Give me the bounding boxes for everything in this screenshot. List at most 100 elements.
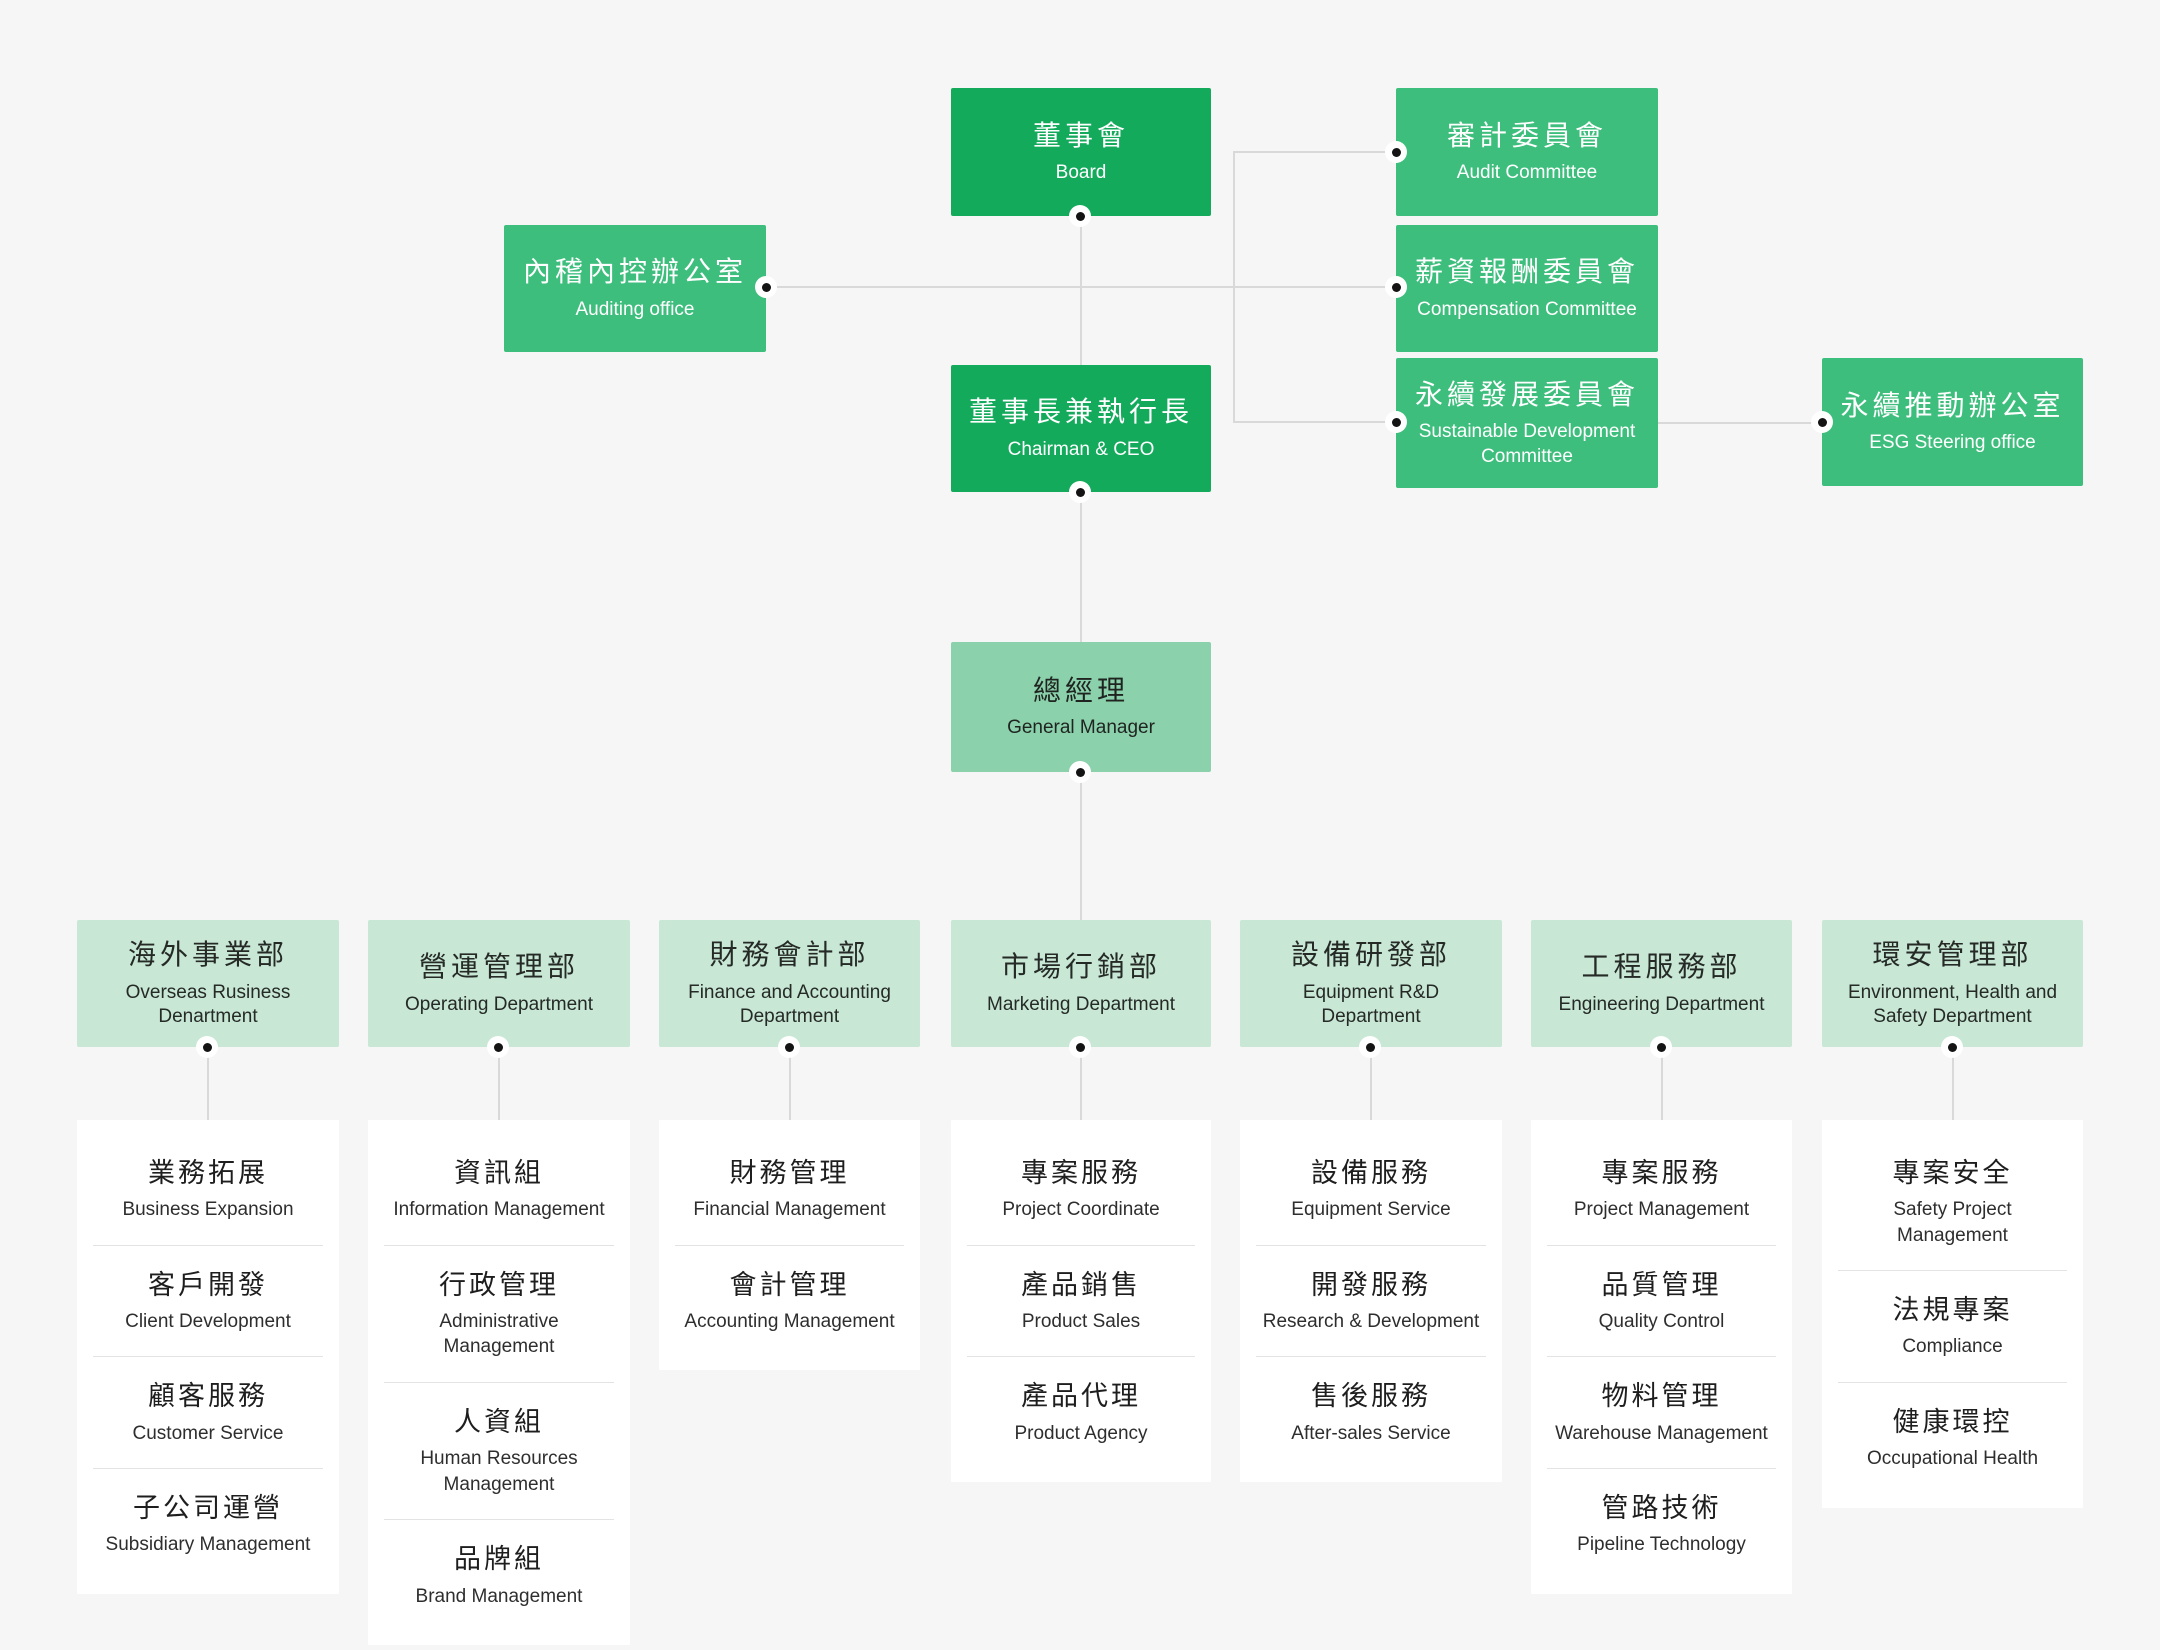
node-auditing-office-title-en: Auditing office [575, 298, 695, 320]
list-item: 顧客服務 Customer Service [93, 1356, 323, 1468]
dept-title-en: Finance and Accounting Department [688, 981, 891, 1028]
connector-dot [778, 1036, 800, 1058]
connector-dot [1650, 1036, 1672, 1058]
list-item: 資訊組 Information Management [384, 1134, 614, 1245]
unit-en: Brand Management [415, 1585, 583, 1607]
node-esg-steering-office: 永續推動辦公室 ESG Steering office [1822, 358, 2083, 486]
connector-dept3-to-units [789, 1047, 791, 1120]
connector-dot [1069, 481, 1091, 503]
dept-title-en: Equipment R&D Department [1302, 981, 1440, 1028]
connector-dept2-to-units [498, 1047, 500, 1120]
connector-dot [1385, 276, 1407, 298]
list-item: 法規專案 Compliance [1838, 1270, 2067, 1382]
unit-zh: 設備服務 [1311, 1158, 1431, 1188]
list-item: 售後服務 After-sales Service [1256, 1356, 1486, 1468]
unit-zh: 客戶開發 [148, 1269, 268, 1300]
connector-dept7-to-units [1952, 1047, 1954, 1120]
unit-en: Safety Project Management [1893, 1199, 2012, 1246]
connector-dot [1941, 1036, 1963, 1058]
list-item: 人資組 Human Resources Management [384, 1382, 614, 1519]
unit-zh: 財務管理 [729, 1158, 850, 1188]
unit-en: Administrative Management [439, 1310, 559, 1358]
connector-committee-trunk [1233, 151, 1235, 422]
dept-title-zh: 財務會計部 [709, 939, 870, 971]
connector-auditing-office [766, 286, 1396, 288]
unit-zh: 品牌組 [454, 1544, 544, 1575]
unit-en: Financial Management [693, 1199, 886, 1221]
dept-title-zh: 營運管理部 [418, 951, 579, 983]
unit-zh: 開發服務 [1311, 1269, 1431, 1300]
list-item: 管路技術 Pipeline Technology [1547, 1468, 1776, 1580]
unit-zh: 行政管理 [439, 1269, 559, 1300]
list-item: 產品代理 Product Agency [967, 1356, 1195, 1468]
dept-title-en: Engineering Department [1558, 993, 1765, 1015]
unit-list-operating: 資訊組 Information Management 行政管理 Administ… [368, 1120, 630, 1646]
connector-dot [1069, 1036, 1091, 1058]
connector-to-sustainable-committee [1233, 421, 1396, 423]
unit-en: Customer Service [132, 1422, 284, 1444]
node-dept-finance-accounting: 財務會計部 Finance and Accounting Department [659, 920, 920, 1047]
node-dept-overseas-business: 海外事業部 Overseas Rusiness Denartment [77, 920, 339, 1047]
node-compensation-committee: 薪資報酬委員會 Compensation Committee [1396, 225, 1658, 352]
unit-zh: 售後服務 [1311, 1381, 1431, 1412]
connector-dot [1811, 411, 1833, 433]
list-item: 品牌組 Brand Management [384, 1519, 614, 1631]
connector-dept6-to-units [1661, 1047, 1663, 1120]
dept-title-en: Operating Department [405, 993, 593, 1015]
connector-board-to-ceo [1080, 216, 1082, 365]
unit-zh: 顧客服務 [148, 1381, 268, 1412]
list-item: 子公司運營 Subsidiary Management [93, 1468, 323, 1580]
dept-title-en: Marketing Department [987, 993, 1175, 1015]
dept-title-zh: 工程服務部 [1581, 951, 1742, 983]
unit-list-marketing: 專案服務 Project Coordinate 產品銷售 Product Sal… [951, 1120, 1211, 1483]
unit-en: Occupational Health [1866, 1448, 2039, 1470]
node-auditing-office: 內稽內控辦公室 Auditing office [504, 225, 766, 352]
list-item: 財務管理 Financial Management [675, 1134, 904, 1245]
list-item: 會計管理 Accounting Management [675, 1244, 904, 1357]
connector-dot [1385, 411, 1407, 433]
unit-en: Project Management [1573, 1199, 1750, 1221]
unit-en: Product Agency [1014, 1422, 1148, 1444]
connector-dot [755, 276, 777, 298]
unit-en: Information Management [393, 1199, 605, 1221]
unit-zh: 法規專案 [1892, 1295, 2013, 1326]
node-audit-committee-title-zh: 審計委員會 [1446, 119, 1607, 151]
unit-en: Subsidiary Management [105, 1534, 311, 1556]
unit-zh: 專案服務 [1601, 1158, 1722, 1188]
unit-en: Project Coordinate [1002, 1199, 1160, 1221]
connector-ceo-to-gm [1080, 492, 1082, 642]
unit-en: Warehouse Management [1555, 1422, 1768, 1444]
node-sustainable-development-committee-title-en: Sustainable Development Committee [1418, 421, 1636, 467]
unit-zh: 子公司運營 [133, 1493, 283, 1524]
node-dept-equipment-rd: 設備研發部 Equipment R&D Department [1240, 920, 1502, 1047]
list-item: 客戶開發 Client Development [93, 1244, 323, 1357]
connector-dot [1385, 141, 1407, 163]
dept-title-zh: 市場行銷部 [1000, 951, 1161, 983]
connector-dot [196, 1036, 218, 1058]
dept-title-en: Environment, Health and Safety Departmen… [1847, 981, 2058, 1028]
dept-title-zh: 環安管理部 [1872, 939, 2033, 971]
list-item: 產品銷售 Product Sales [967, 1244, 1195, 1357]
unit-list-finance-accounting: 財務管理 Financial Management 會計管理 Accountin… [659, 1120, 920, 1371]
connector-dept5-to-units [1370, 1047, 1372, 1120]
unit-list-engineering: 專案服務 Project Management 品質管理 Quality Con… [1531, 1120, 1792, 1594]
node-chairman-ceo: 董事長兼執行長 Chairman & CEO [951, 365, 1211, 492]
node-audit-committee: 審計委員會 Audit Committee [1396, 88, 1658, 216]
unit-zh: 產品銷售 [1021, 1269, 1141, 1300]
unit-en: Accounting Management [684, 1310, 895, 1332]
node-dept-marketing: 市場行銷部 Marketing Department [951, 920, 1211, 1047]
unit-en: Equipment Service [1291, 1199, 1451, 1221]
node-esg-steering-office-title-zh: 永續推動辦公室 [1840, 389, 2065, 421]
unit-zh: 人資組 [454, 1407, 544, 1438]
node-board-title-zh: 董事會 [1032, 119, 1129, 151]
unit-en: Business Expansion [122, 1199, 294, 1221]
list-item: 行政管理 Administrative Management [384, 1244, 614, 1382]
list-item: 物料管理 Warehouse Management [1547, 1356, 1776, 1468]
connector-dot [1359, 1036, 1381, 1058]
connector-dot [1069, 761, 1091, 783]
unit-en: Pipeline Technology [1577, 1534, 1746, 1556]
connector-dept4-to-units [1080, 1047, 1082, 1120]
node-compensation-committee-title-zh: 薪資報酬委員會 [1414, 256, 1639, 288]
unit-list-overseas-business: 業務拓展 Business Expansion 客戶開發 Client Deve… [77, 1120, 339, 1594]
unit-zh: 會計管理 [729, 1269, 850, 1300]
